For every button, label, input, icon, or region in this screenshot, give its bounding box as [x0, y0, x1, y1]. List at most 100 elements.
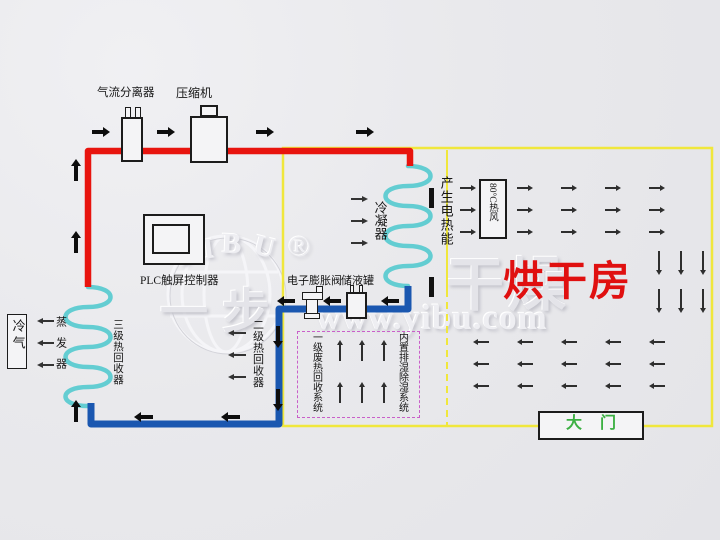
liquid-tank [346, 292, 367, 319]
condenser-label: 冷凝器 [372, 201, 388, 240]
hot-air-supply-arrow [517, 227, 533, 237]
watermark-brand-cn-left: 一步 [160, 286, 285, 339]
hr2-air-arrow [228, 372, 246, 382]
dehumidify-system-label: 内置排湿除湿系统 [396, 332, 408, 412]
return-air-arrow [517, 337, 533, 347]
wall-down-air-arrow [676, 251, 686, 275]
evaporator-air-arrow [37, 316, 54, 326]
expansion-valve-label: 电子膨胀阀 [287, 275, 342, 287]
condenser-air-arrow [351, 216, 368, 226]
hot-air-supply-arrow [460, 183, 476, 193]
airflow-separator [121, 117, 143, 162]
heat-recovery-3-label: 三级热回收器 [112, 319, 124, 385]
return-air-arrow [605, 381, 621, 391]
return-air-arrow [649, 381, 665, 391]
downcomer-flow-arrow [272, 389, 283, 411]
downcomer-flow-arrow [272, 326, 283, 348]
evaporator-air-arrow [37, 338, 54, 348]
hot-gas-flow-arrow [356, 126, 374, 137]
liquid-line-flow-arrow [381, 295, 399, 306]
bottom-line-flow-arrow [221, 411, 240, 422]
return-air-arrow [561, 381, 577, 391]
drying-room-title: 烘干房 [503, 258, 632, 304]
return-air-arrow [473, 337, 489, 347]
liquid-line-flow-arrow [277, 295, 295, 306]
suction-riser-flow-arrow [70, 231, 81, 253]
cold-air-box [7, 314, 27, 369]
hot-air-supply-arrow [649, 183, 665, 193]
waste-heat-up-arrow [379, 382, 389, 403]
compressor-label: 压缩机 [176, 86, 213, 100]
heat-element-bar [429, 277, 434, 297]
liquid-pipe [87, 286, 412, 428]
gate-label: 大门 [565, 415, 634, 432]
drying-room-walls [281, 146, 714, 428]
plc-controller-screen [152, 224, 190, 254]
bottom-line-flow-arrow [134, 411, 153, 422]
return-air-arrow [473, 359, 489, 369]
wall-down-air-arrow [698, 251, 708, 275]
gate-box [538, 411, 644, 440]
return-air-arrow [605, 337, 621, 347]
compressor [190, 116, 228, 163]
hr2-air-arrow [228, 350, 246, 360]
recovery-dashed-box [297, 331, 420, 418]
return-air-arrow [561, 337, 577, 347]
waste-heat-up-arrow [335, 382, 345, 403]
hot-air-supply-arrow [460, 227, 476, 237]
return-air-arrow [649, 359, 665, 369]
hot-air-label: 80°C热风 [486, 183, 497, 222]
hr2-air-arrow [228, 328, 246, 338]
suction-riser-flow-arrow [70, 159, 81, 181]
hot-gas-pipe [84, 147, 414, 287]
hot-air-supply-arrow [605, 205, 621, 215]
condenser-coil [383, 163, 433, 289]
cold-air-label: 冷气 [10, 319, 26, 353]
wall-down-air-arrow [654, 289, 664, 313]
watermark-brand-cn-right: 干燥 [446, 253, 571, 318]
heat-generation-label: 产生电热能 [438, 176, 454, 246]
condenser-air-arrow [351, 238, 368, 248]
evaporator-coil [63, 284, 113, 409]
evap-inlet-flow-arrow [70, 400, 81, 422]
hot-air-supply-arrow [561, 205, 577, 215]
hot-air-supply-arrow [649, 205, 665, 215]
waste-heat-up-arrow [335, 340, 345, 361]
waste-heat-up-arrow [357, 340, 367, 361]
evaporator-label: 蒸发器 [54, 316, 67, 379]
wall-down-air-arrow [654, 251, 664, 275]
liquid-line-flow-arrow [323, 295, 341, 306]
hot-gas-flow-arrow [92, 126, 110, 137]
return-air-arrow [517, 359, 533, 369]
hot-air-supply-arrow [517, 205, 533, 215]
hot-air-supply-arrow [460, 205, 476, 215]
return-air-arrow [473, 381, 489, 391]
wall-down-air-arrow [698, 289, 708, 313]
return-air-arrow [561, 359, 577, 369]
watermark-registered-icon: ® [288, 230, 311, 263]
wall-down-air-arrow [676, 289, 686, 313]
evaporator-air-arrow [37, 360, 54, 370]
expansion-valve-base [304, 313, 320, 319]
hot-air-supply-arrow [649, 227, 665, 237]
airflow-separator-label: 气流分离器 [97, 87, 155, 99]
return-air-arrow [649, 337, 665, 347]
waste-heat-up-arrow [357, 382, 367, 403]
plc-controller-label: PLC触屏控制器 [140, 275, 219, 287]
waste-heat-recovery-label: 一级废热回收系统 [310, 332, 322, 412]
hot-air-supply-arrow [517, 183, 533, 193]
hot-air-supply-arrow [561, 227, 577, 237]
return-air-arrow [517, 381, 533, 391]
hot-gas-flow-arrow [256, 126, 274, 137]
heat-element-bar [429, 188, 434, 208]
hot-air-supply-arrow [605, 183, 621, 193]
return-air-arrow [605, 359, 621, 369]
hot-air-supply-arrow [605, 227, 621, 237]
liquid-tank-label: 储液罐 [341, 275, 374, 287]
heat-recovery-2-label: 二级热回收器 [251, 319, 264, 388]
hot-air-supply-arrow [561, 183, 577, 193]
globe-watermark-icon [166, 234, 287, 355]
